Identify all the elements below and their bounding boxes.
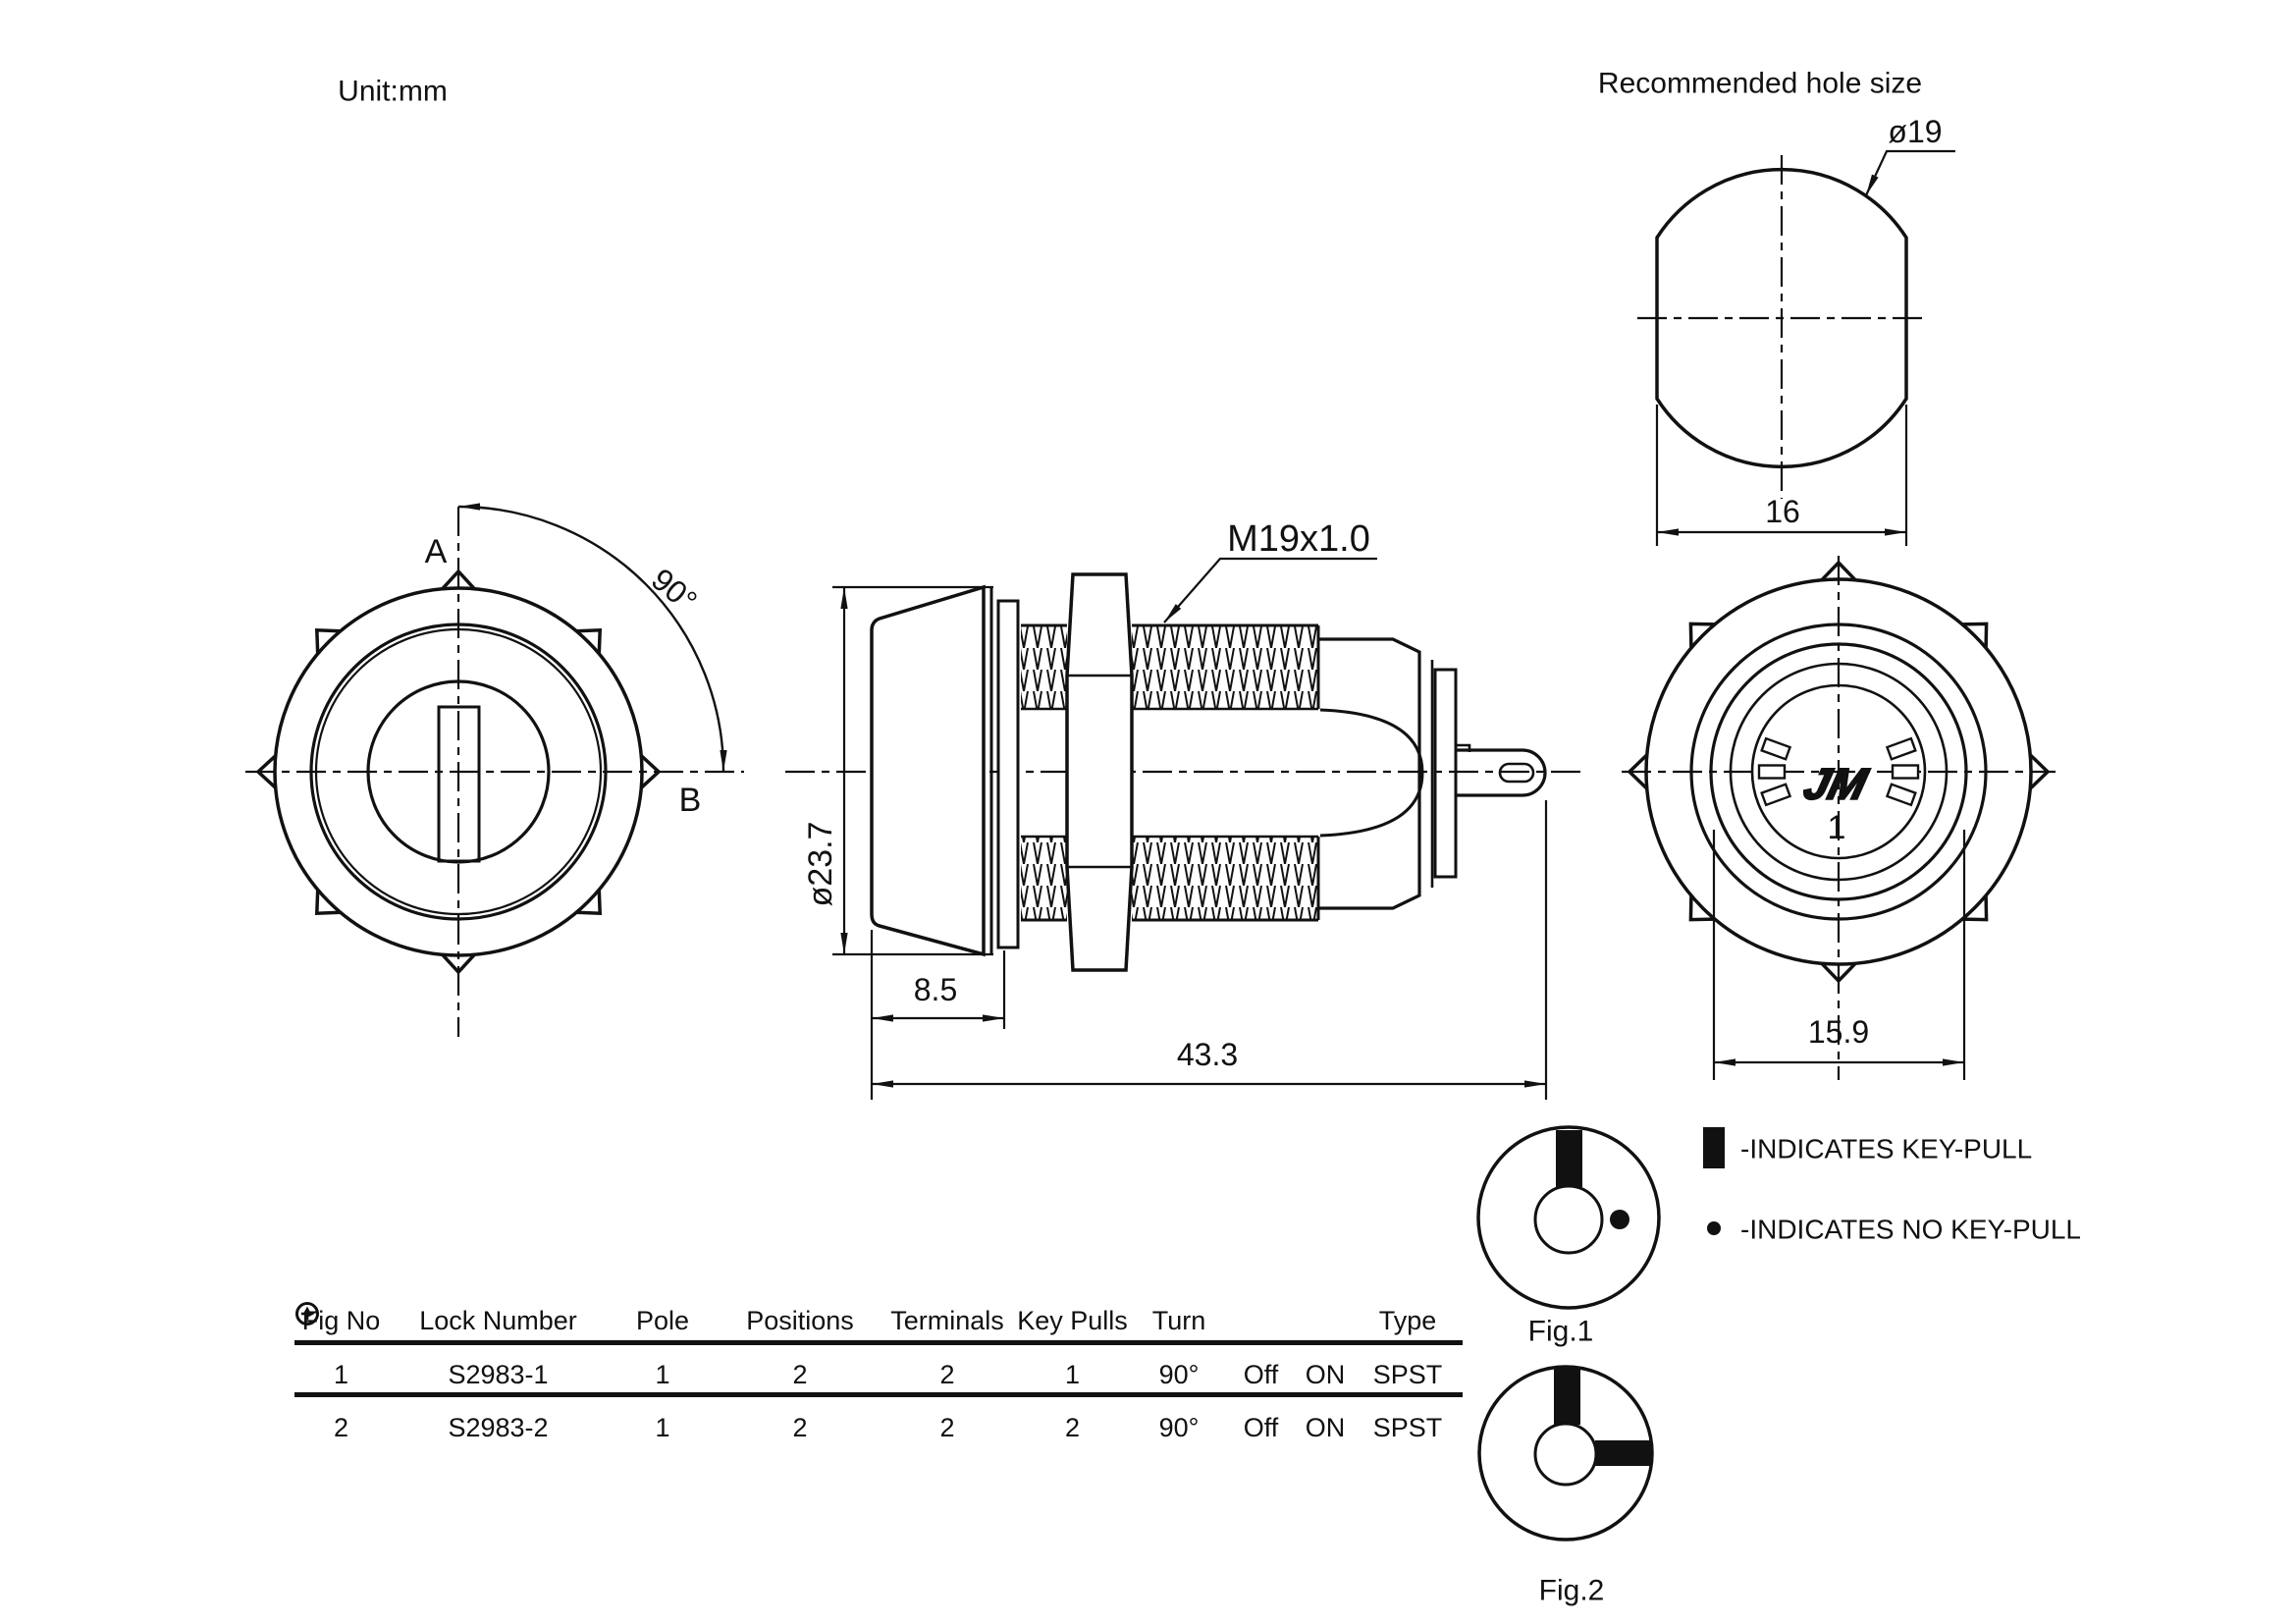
mounting-washer xyxy=(996,599,1020,949)
fig2-diagram: Fig.2 xyxy=(1477,1365,1654,1607)
hole-view-title: Recommended hole size xyxy=(1598,68,1922,100)
cell-on: ON xyxy=(1305,1359,1346,1389)
brand-logo: JM xyxy=(1799,761,1872,808)
fig2-key-pull-mark-top xyxy=(1554,1368,1580,1425)
cell-type: SPST xyxy=(1372,1412,1443,1442)
table-row: 1 S2983-1 1 2 2 1 90° Off ON SPST xyxy=(294,1355,1463,1394)
cell-turn: 90° xyxy=(1158,1412,1200,1442)
spec-table-header-row: Fig No Lock Number Pole Positions Termin… xyxy=(294,1301,1463,1340)
hole-width-ext-lines xyxy=(1655,405,1908,546)
length-label: 43.3 xyxy=(1177,1037,1238,1072)
face-nut-scallops xyxy=(1627,560,2051,984)
fig2-outer-circle xyxy=(1477,1365,1654,1542)
position-b-label: B xyxy=(679,782,702,819)
col-header-key-pulls: Key Pulls xyxy=(1017,1305,1128,1335)
unit-label: Unit:mm xyxy=(338,76,448,108)
legend-no-key-pull-text: -INDICATES NO KEY-PULL xyxy=(1740,1215,2081,1245)
cell-pole: 1 xyxy=(655,1412,670,1442)
thread-crest-lines xyxy=(1021,623,1318,922)
face-outer-nut-circle xyxy=(1644,577,2033,966)
cell-lock-number: S2983-2 xyxy=(448,1412,549,1442)
hole-diameter-leader xyxy=(1865,149,1955,196)
terminal-tab xyxy=(1456,748,1547,797)
hole-diameter-label: ø19 xyxy=(1888,114,1942,149)
terminal-hole xyxy=(1498,762,1535,784)
legend: -INDICATES KEY-PULL -INDICATES NO KEY-PU… xyxy=(1703,1127,2081,1245)
cell-positions: 2 xyxy=(792,1359,808,1389)
legend-key-pull-swatch xyxy=(1703,1127,1725,1168)
cell-on: ON xyxy=(1305,1412,1346,1442)
cell-type: SPST xyxy=(1372,1359,1443,1389)
rotation-angle-label: 90° xyxy=(645,562,704,620)
cell-off: Off xyxy=(1243,1359,1279,1389)
body-u-contour xyxy=(1319,708,1424,838)
cell-terminals: 2 xyxy=(939,1359,955,1389)
body-rear-disc xyxy=(1433,668,1458,879)
dia-label: ø23.7 xyxy=(802,822,839,907)
fig1-outer-circle xyxy=(1476,1125,1661,1310)
col-header-terminals: Terminals xyxy=(890,1305,1004,1335)
thread-texture xyxy=(1021,625,1318,920)
cell-off: Off xyxy=(1243,1412,1279,1442)
hole-view: Recommended hole size ø19 16 xyxy=(1598,68,1955,546)
face-view: JM 1 15.9 xyxy=(1622,556,2056,1080)
table-rule-1 xyxy=(294,1340,1463,1345)
col-header-lock-number: Lock Number xyxy=(419,1305,577,1335)
rotation-arc xyxy=(457,503,727,773)
face-rotation-tick-marks xyxy=(1757,736,1920,807)
body-cup xyxy=(1318,637,1421,910)
cell-lock-number: S2983-1 xyxy=(448,1359,549,1389)
col-header-positions: Positions xyxy=(746,1305,854,1335)
legend-no-key-pull-dot xyxy=(1707,1221,1721,1235)
col-header-type: Type xyxy=(1378,1305,1437,1335)
thread-spec-leader xyxy=(1163,557,1377,623)
depth-label: 8.5 xyxy=(914,972,957,1007)
hole-width-label: 16 xyxy=(1765,494,1800,529)
spec-table: Fig No Lock Number Pole Positions Termin… xyxy=(294,1301,1463,1447)
cell-key-pulls: 1 xyxy=(1064,1359,1081,1389)
position-a-label: A xyxy=(425,533,448,570)
face-key-face xyxy=(1750,683,1927,860)
fig2-label: Fig.2 xyxy=(1539,1575,1605,1607)
cell-positions: 2 xyxy=(792,1412,808,1442)
fig2-key-pull-mark-right xyxy=(1595,1440,1651,1466)
fig2-key-hub xyxy=(1533,1422,1598,1487)
hex-nut xyxy=(1065,572,1134,972)
thread-spec-label: M19x1.0 xyxy=(1227,518,1370,560)
thread-root-lines xyxy=(1021,707,1318,839)
front-view: A B 90° xyxy=(245,503,744,1037)
face-bezel-2 xyxy=(1709,642,1968,901)
dia-ext-lines xyxy=(832,585,993,956)
cell-key-pulls: 2 xyxy=(1064,1412,1081,1442)
fig1-label: Fig.1 xyxy=(1528,1316,1594,1348)
hex-nut-facet-lines xyxy=(1067,674,1132,869)
head-cap xyxy=(870,584,986,957)
face-ext-lines xyxy=(1712,830,1966,1080)
table-row: 2 S2983-2 1 2 2 2 90° Off ON SPST xyxy=(294,1408,1463,1447)
cell-fig-no: 2 xyxy=(333,1412,349,1442)
face-width-label: 15.9 xyxy=(1808,1014,1869,1050)
hole-outline xyxy=(1655,167,1908,469)
cell-pole: 1 xyxy=(655,1359,670,1389)
fig1-key-hub xyxy=(1533,1184,1604,1255)
fig1-no-key-pull-dot xyxy=(1610,1210,1629,1229)
fig1-key-pull-mark xyxy=(1556,1130,1582,1187)
face-bezel-1 xyxy=(1689,623,1988,921)
col-header-turn: Turn xyxy=(1151,1305,1206,1335)
cell-turn: 90° xyxy=(1158,1359,1200,1389)
side-view: M19x1.0 ø23.7 8.5 43.3 xyxy=(785,518,1582,1100)
table-rule-2 xyxy=(294,1392,1463,1397)
legend-key-pull-text: -INDICATES KEY-PULL xyxy=(1740,1134,2032,1164)
fig1-diagram: Fig.1 xyxy=(1476,1125,1661,1348)
face-bezel-3 xyxy=(1729,662,1949,882)
cell-terminals: 2 xyxy=(939,1412,955,1442)
cell-fig-no: 1 xyxy=(333,1359,349,1389)
col-header-pole: Pole xyxy=(635,1305,690,1335)
face-position-number: 1 xyxy=(1828,809,1846,846)
